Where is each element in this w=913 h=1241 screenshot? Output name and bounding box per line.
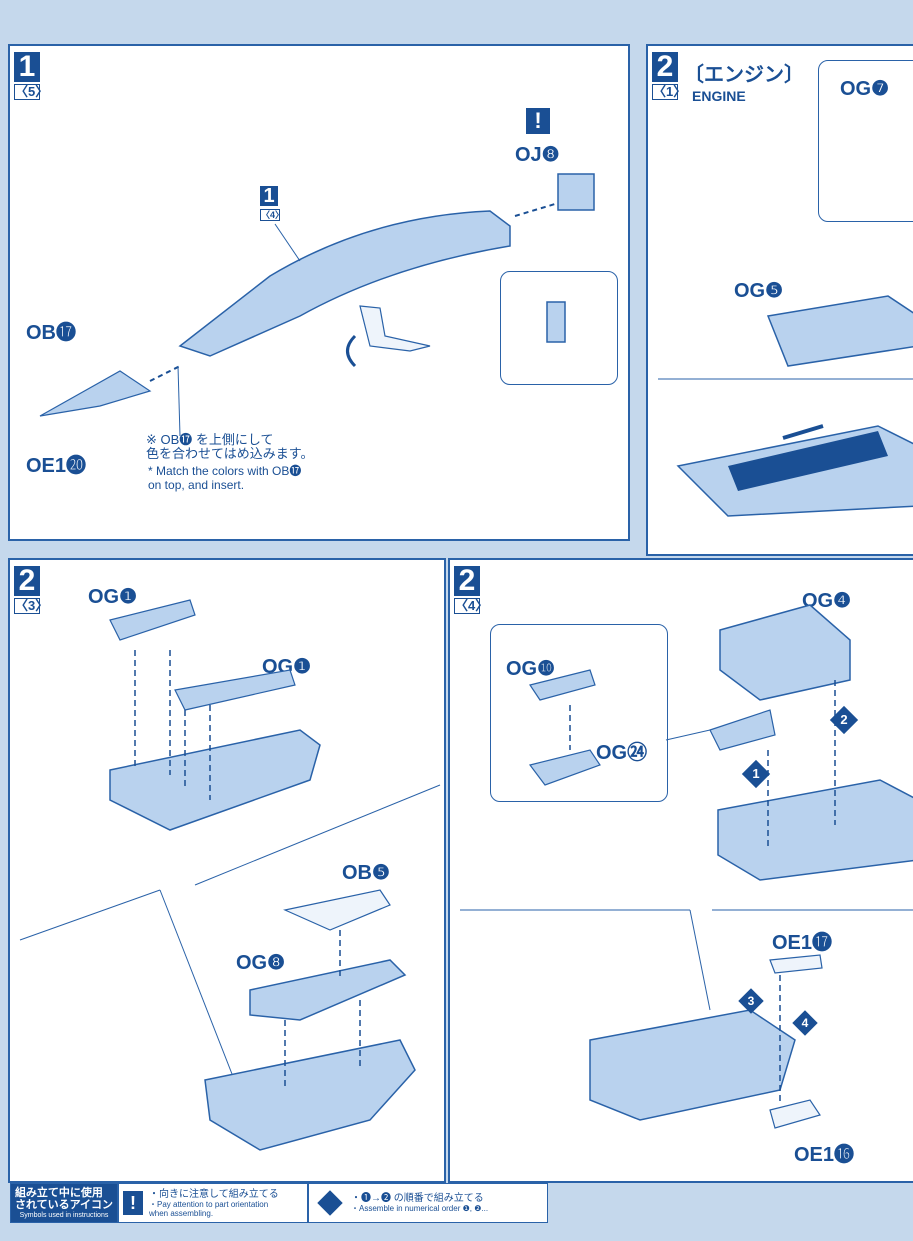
order-diamond-icon [317, 1190, 343, 1216]
legend-bar: 組み立て中に使用 されているアイコン Symbols used in instr… [10, 1183, 548, 1223]
legend-item-attention: ! ・向きに注意して組み立てる ・Pay attention to part o… [118, 1183, 308, 1223]
fuselage-illustration [39, 173, 595, 437]
note-en: * Match the colors with OB⓱ on top, and … [148, 464, 302, 492]
label-og4: OG❹ [802, 590, 852, 612]
attention-icon: ! [526, 108, 550, 134]
label-og1-a: OG❶ [88, 586, 138, 608]
label-ob5: OB❺ [342, 862, 390, 884]
label-og10: OG❿ [506, 658, 556, 680]
order-number-4: 4 [801, 1016, 809, 1030]
chassis-illustration [19, 599, 441, 1151]
detail-callout [500, 271, 618, 385]
label-oe120: OE1⓴ [26, 455, 87, 477]
engine-assembly-illustration [460, 604, 913, 1129]
attention-icon: ! [123, 1191, 143, 1215]
step-2-sub4-panel: 2 〈4〉 OG❹ OG❿ OG㉔ OE1⓱ OE1⓰ 2 1 3 4 [448, 558, 913, 1183]
label-og24: OG㉔ [596, 742, 648, 764]
step-number: 2 〈4〉 [454, 564, 489, 614]
order-number-1: 1 [752, 766, 760, 781]
inner-step-badge: 1 〈4〉 [260, 185, 285, 221]
label-oj8: OJ❽ [515, 144, 560, 166]
engine-illustration [658, 295, 913, 517]
step-2-engine-panel: 2 〈1〉 〔エンジン〕 ENGINE OG❼ OG❺ [646, 44, 913, 556]
step-number: 2 〈1〉 [652, 50, 687, 100]
step-2-sub3-panel: 2 〈3〉 OG❶ OG❶ OB❺ OG❽ [8, 558, 446, 1183]
title-en: ENGINE [692, 88, 746, 104]
label-og5: OG❺ [734, 280, 784, 302]
label-ob17: OB⓱ [26, 322, 76, 344]
step-1-panel: 1 〈5〉 1 〈4〉 ! OJ❽ OB⓱ OE1⓴ ※ OB⓱ を上側にして … [8, 44, 630, 541]
step-number: 2 〈3〉 [14, 564, 49, 614]
og7-callout [818, 60, 913, 222]
title-jp: 〔エンジン〕 [684, 64, 804, 86]
note-jp: ※ OB⓱ を上側にして 色を合わせてはめ込みます。 [146, 432, 314, 461]
label-og7: OG❼ [840, 78, 890, 100]
legend-item-order: ・❶→❷ の順番で組み立てる ・Assemble in numerical or… [308, 1183, 548, 1223]
order-number-2: 2 [840, 712, 848, 727]
legend-title: 組み立て中に使用 されているアイコン Symbols used in instr… [10, 1183, 118, 1223]
step-number: 1 〈5〉 [14, 50, 49, 100]
label-oe117: OE1⓱ [772, 932, 833, 954]
order-number-3: 3 [747, 994, 755, 1008]
label-og8: OG❽ [236, 952, 286, 974]
label-oe116: OE1⓰ [794, 1144, 855, 1166]
